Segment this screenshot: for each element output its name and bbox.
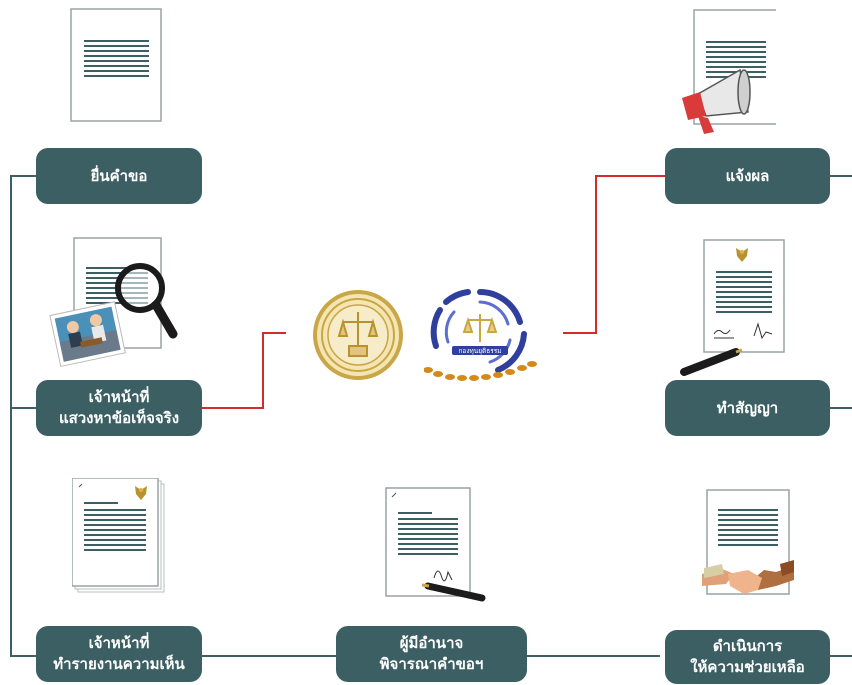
step-officer-report: เจ้าหน้าที่ ทำรายงานความเห็น: [36, 626, 202, 682]
document-icon: [70, 8, 162, 122]
step-label-line2: ให้ความช่วยเหลือ: [690, 658, 805, 676]
magnifier-icon: [115, 263, 178, 339]
step-label: ทำสัญญา: [716, 398, 779, 417]
document-icon: [693, 9, 779, 125]
step-label-line1: ผู้มีอำนาจ: [399, 634, 464, 652]
pen-icon: [421, 582, 486, 602]
step-sign-contract: ทำสัญญา: [665, 380, 830, 436]
fact-finding-illustration: [48, 236, 178, 372]
garuda-document-icon: [72, 478, 165, 593]
photo-icon: [49, 301, 126, 368]
step-label: แจ้งผล: [725, 166, 770, 185]
pen-icon: [680, 348, 743, 376]
step-submit-request: ยื่นคำขอ: [36, 148, 202, 204]
scales-icon: [337, 312, 379, 357]
step-fact-finding: เจ้าหน้าที่ แสวงหาข้อเท็จจริง: [36, 380, 202, 436]
fact-to-logo-red-line: [202, 332, 286, 409]
step-authority-review: ผู้มีอำนาจ พิจารณาคำขอฯ: [336, 626, 527, 682]
logo-to-notify-red-line: [563, 175, 665, 334]
step-label-line2: ทำรายงานความเห็น: [53, 655, 185, 673]
step-label-line1: ดำเนินการ: [712, 637, 783, 655]
step-label-line2: พิจารณาคำขอฯ: [379, 655, 484, 673]
garuda-emblem-icon: [736, 248, 748, 262]
handshake-icon: [702, 560, 794, 594]
megaphone-icon: [682, 68, 751, 134]
step-label-line1: เจ้าหน้าที่: [88, 634, 150, 652]
scales-icon: [462, 314, 498, 342]
fund-logo-text: กองทุนยุติธรรม: [458, 347, 501, 355]
step-notify-result: แจ้งผล: [665, 148, 830, 204]
contract-document-icon: [680, 239, 785, 376]
left-bracket-line: [10, 175, 36, 657]
step-label: ยื่นคำขอ: [90, 166, 148, 185]
justice-fund-logo: กองทุนยุติธรรม: [424, 289, 537, 381]
assistance-illustration: [702, 488, 794, 612]
ministry-seal-logo: [313, 290, 403, 380]
step-provide-assistance: ดำเนินการ ให้ความช่วยเหลือ: [665, 630, 830, 684]
notify-illustration: [676, 8, 779, 138]
step-label-line1: เจ้าหน้าที่: [88, 388, 150, 406]
step-label-line2: แสวงหาข้อเท็จจริง: [58, 409, 180, 427]
signed-document-icon: [385, 487, 486, 602]
garuda-emblem-icon: [135, 486, 147, 500]
